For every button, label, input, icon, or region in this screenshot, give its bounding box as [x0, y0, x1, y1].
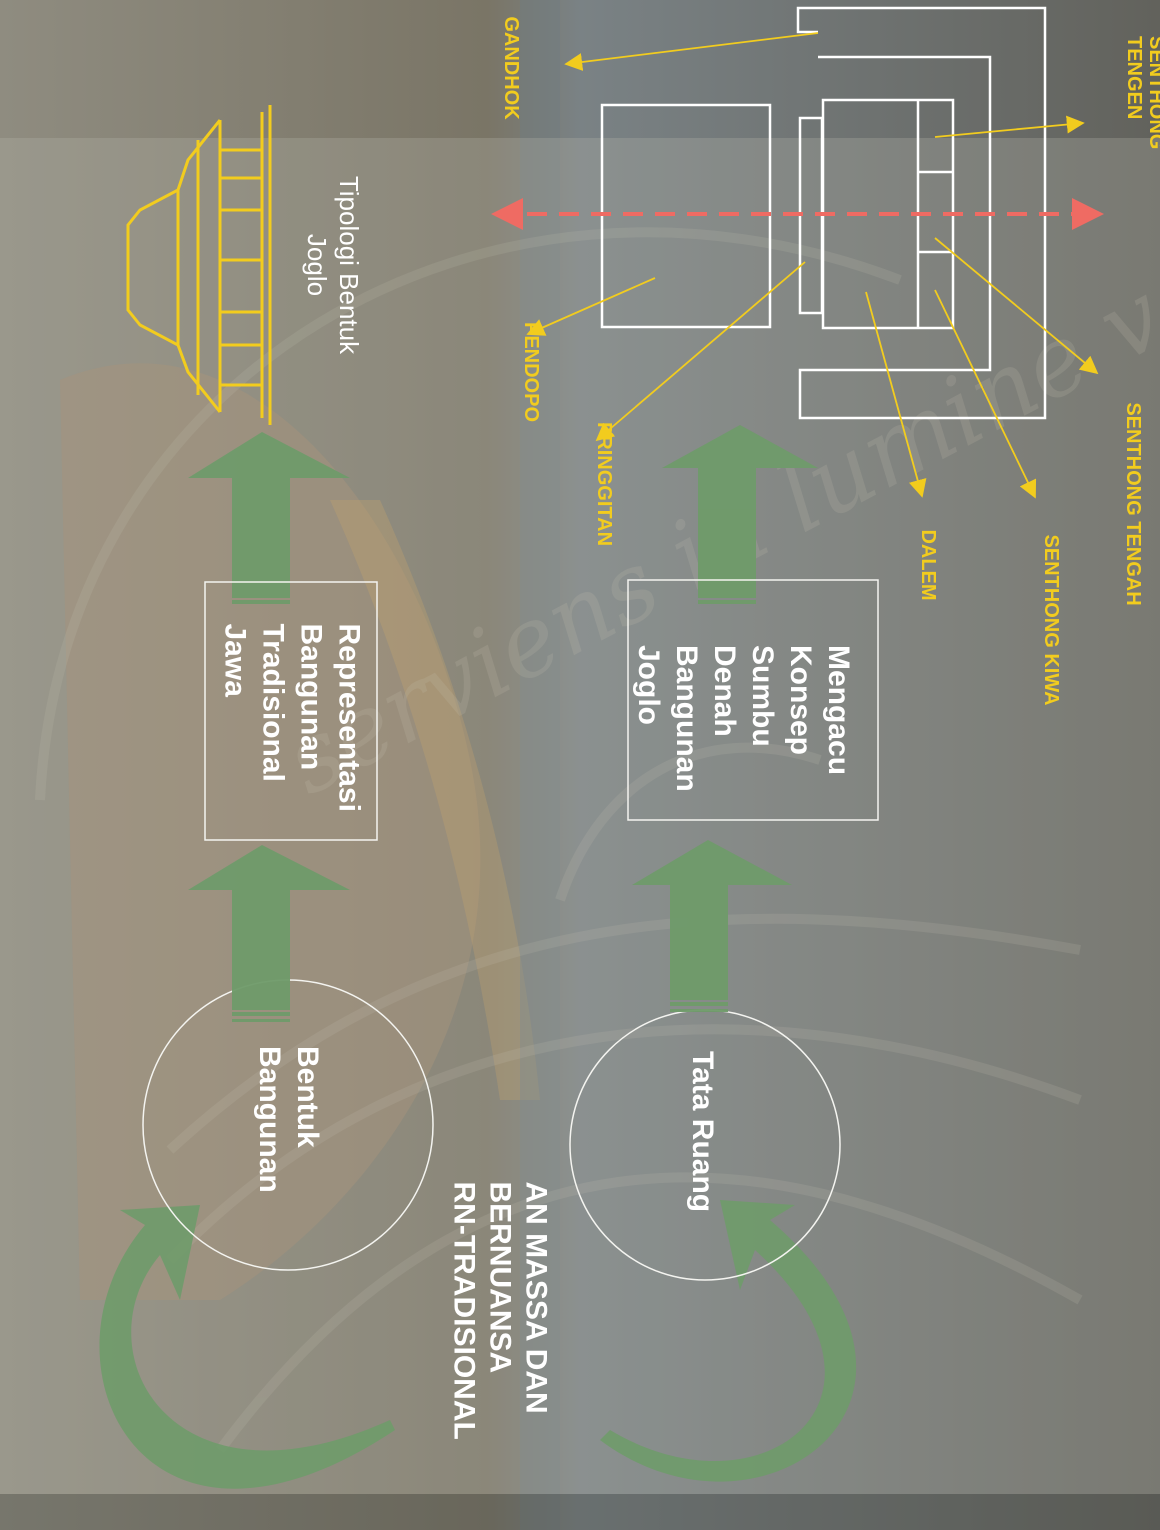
leader-senthong-kiwa — [934, 289, 1037, 499]
label-tipologi: Tipologi Bentuk Joglo — [302, 175, 364, 355]
label-tata-ruang: Tata Ruang — [686, 1051, 719, 1213]
label-dalem: DALEM — [917, 529, 939, 601]
leader-senthong-tengen — [934, 115, 1085, 138]
leader-pringgitan — [595, 261, 806, 442]
arrow-box-to-joglo-top — [188, 432, 350, 604]
title-line-2: BERNUANSA — [483, 1181, 517, 1374]
curved-arrow-top — [99, 1205, 395, 1489]
curved-arrow-bottom — [600, 1200, 857, 1482]
arrow-circle-to-box-top — [188, 845, 350, 1022]
leader-senthong-tengah — [934, 237, 1099, 375]
joglo-typology-drawing — [126, 105, 272, 425]
title-line-1: AN MASSA DAN — [519, 1181, 553, 1414]
leader-pendopo — [526, 277, 656, 336]
leader-gandhok — [564, 32, 819, 71]
label-senthong-tengah: SENTHONG TENGAH — [1122, 402, 1144, 606]
diagram-title: AN MASSA DAN BERNUANSA RN-TRADISIONAL — [446, 1182, 554, 1507]
leader-dalem — [865, 291, 927, 498]
label-senthong-tengen: SENTHONG TENGEN — [1123, 36, 1160, 150]
label-representasi: Representasi Bangunan Tradisional Jawa — [218, 623, 366, 812]
label-pendopo: PENDOPO — [520, 321, 542, 423]
title-line-3: RN-TRADISIONAL — [447, 1181, 481, 1440]
label-mengacu: Mengacu Konsep Sumbu Denah Bangunan Jogl… — [632, 645, 855, 792]
label-senthong-kiwa: SENTHONG KIWA — [1040, 534, 1062, 706]
arrow-box-to-plan-bottom — [662, 425, 818, 604]
leader-lines — [526, 32, 1099, 499]
label-pringgitan: PRINGGITAN — [593, 421, 615, 547]
label-bentuk-bangunan: Bentuk Bangunan — [253, 1046, 324, 1193]
box-representasi — [204, 581, 378, 841]
box-mengacu — [627, 579, 879, 821]
arrow-circle-to-box-bottom — [632, 840, 792, 1012]
label-gandhok: GANDHOK — [500, 16, 522, 120]
